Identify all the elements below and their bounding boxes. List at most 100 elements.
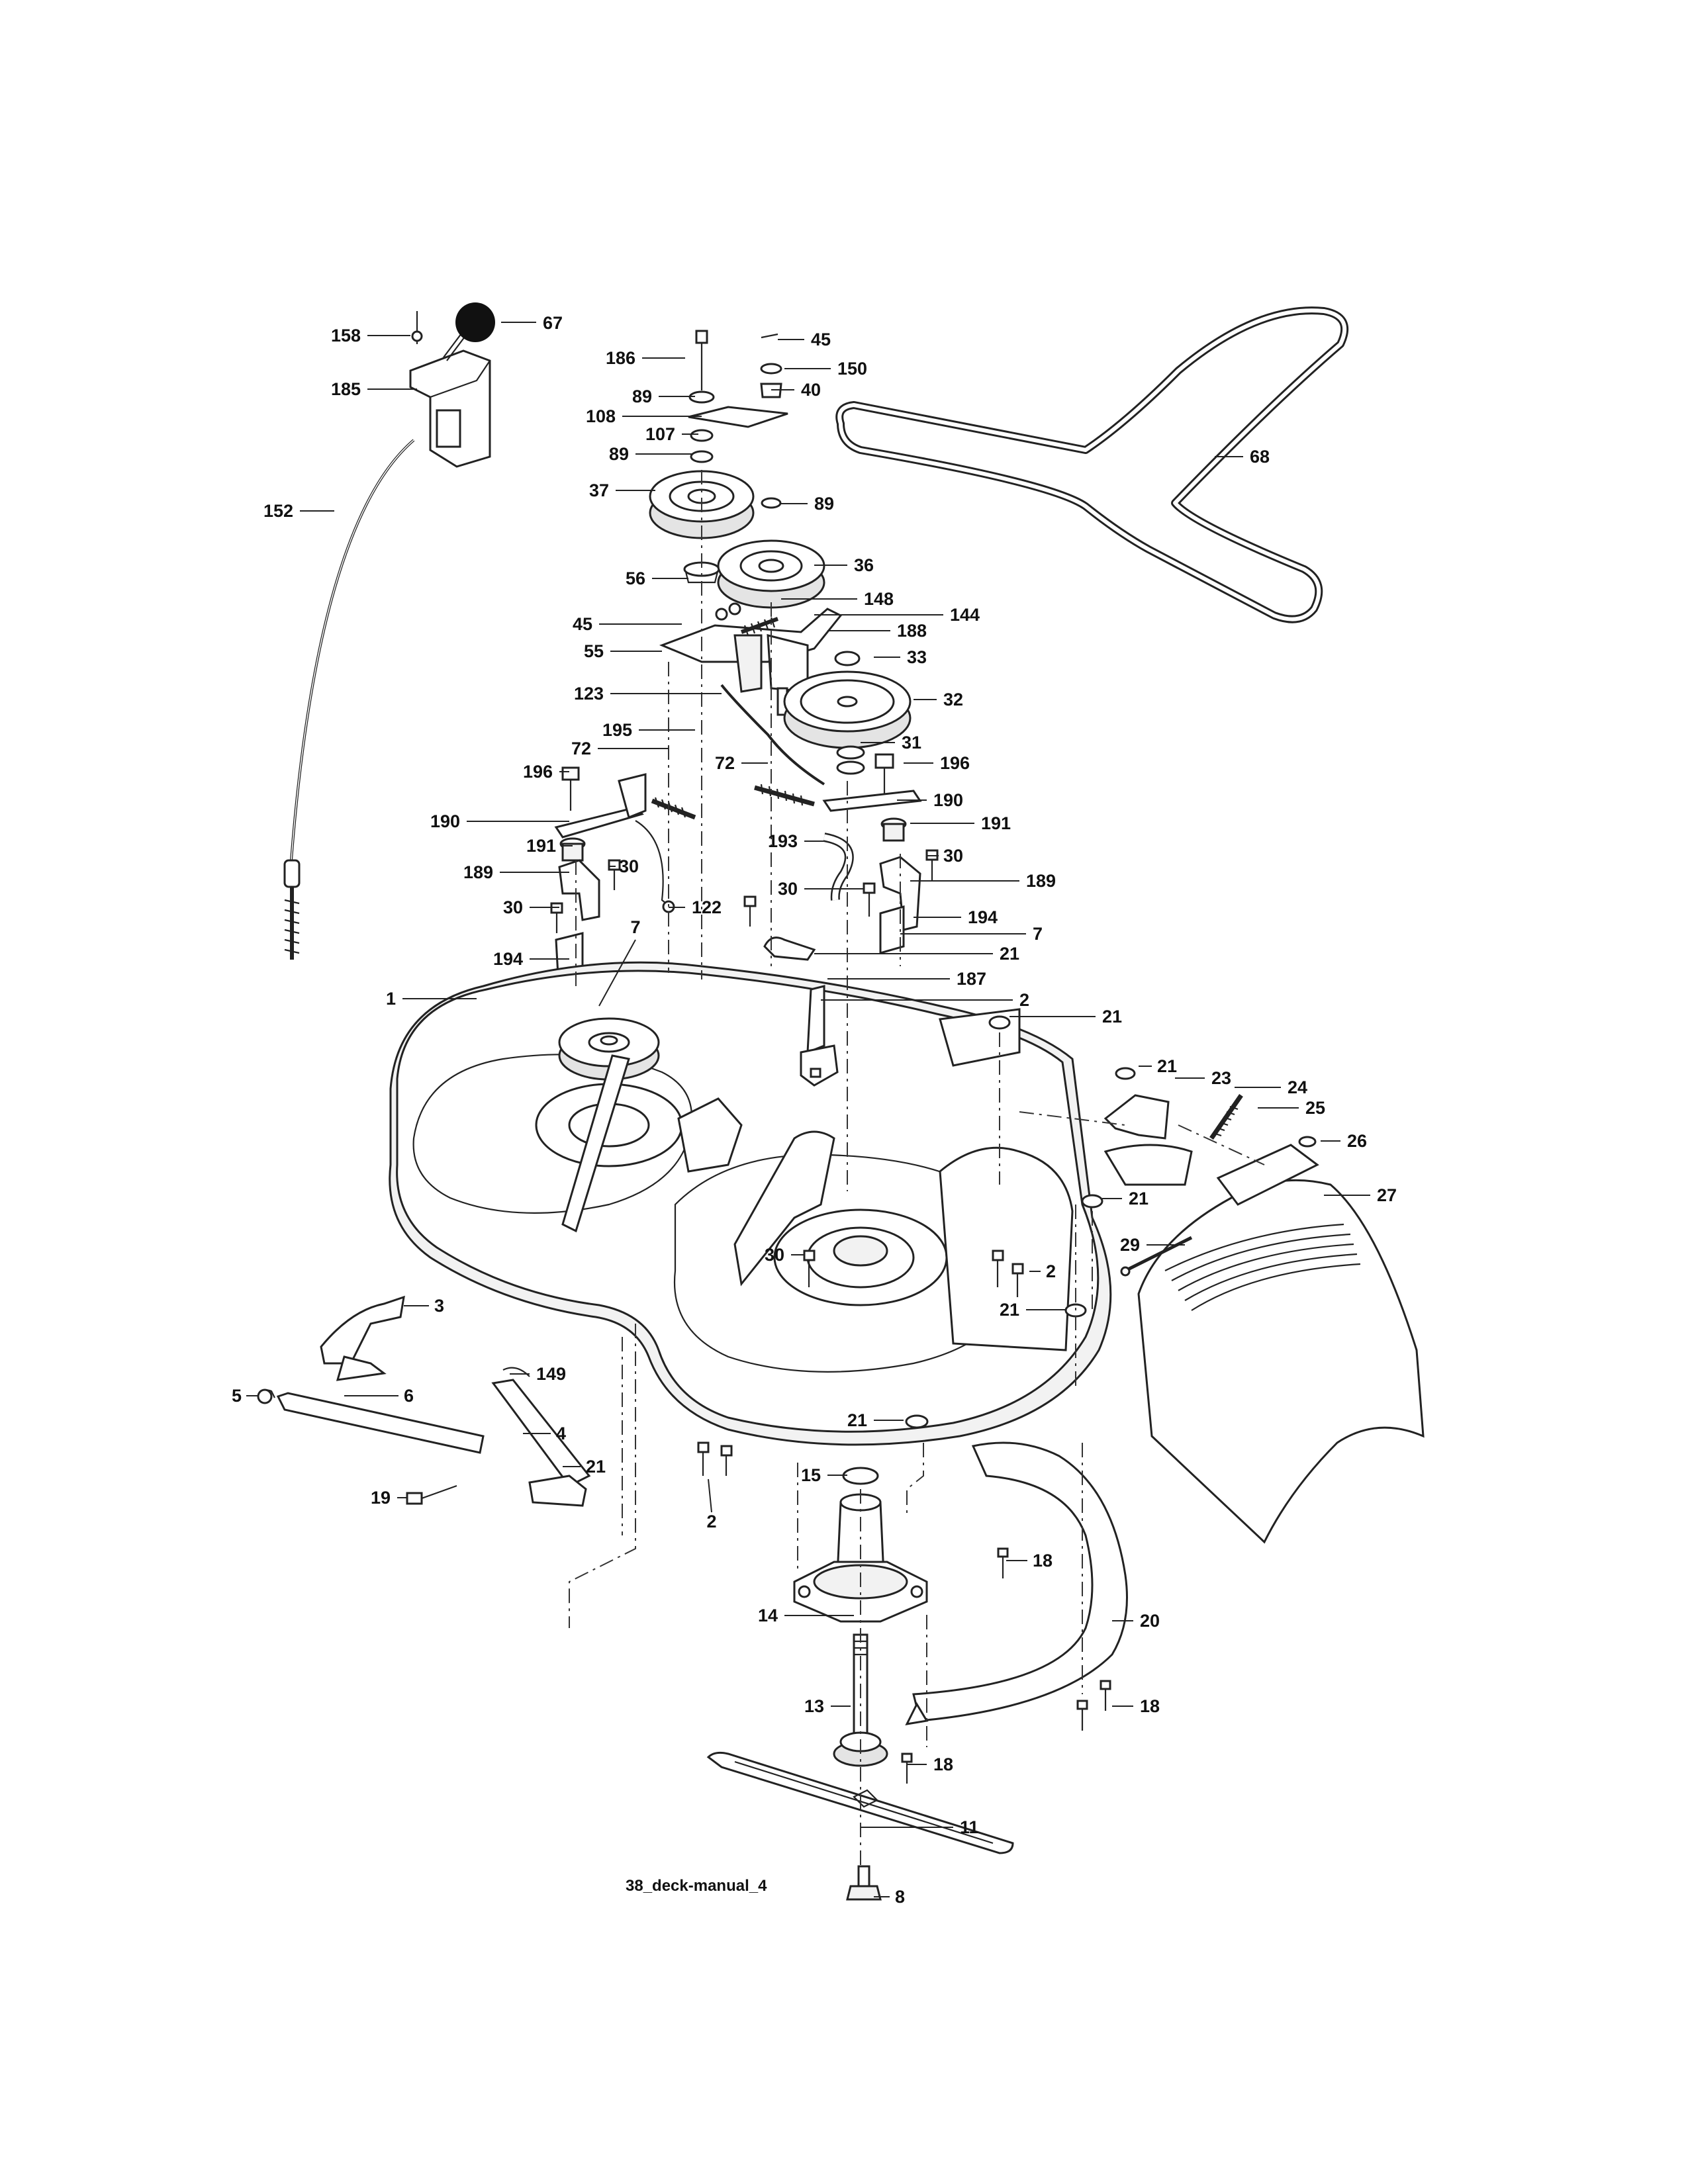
part-number-15: 15 (801, 1465, 821, 1485)
callout-190b: 190 (897, 790, 963, 810)
callout-29: 29 (1120, 1235, 1185, 1255)
part-number-194a: 194 (968, 907, 998, 927)
callout-195: 195 (602, 720, 695, 740)
callout-8: 8 (874, 1887, 905, 1907)
callout-194b: 194 (493, 949, 569, 969)
part-number-40: 40 (801, 380, 821, 400)
callout-5: 5 (232, 1386, 258, 1406)
part-number-37: 37 (589, 480, 609, 500)
part-number-30b: 30 (943, 846, 963, 866)
callout-21c: 21 (1139, 1056, 1177, 1076)
part-number-149: 149 (536, 1364, 566, 1384)
part-number-21a: 21 (1000, 944, 1019, 964)
callout-30a: 30 (609, 856, 639, 876)
callout-189a: 189 (463, 862, 569, 882)
part-number-21e: 21 (1000, 1300, 1019, 1320)
part-number-18c: 18 (933, 1754, 953, 1774)
callout-191a: 191 (526, 836, 573, 856)
part-number-36: 36 (854, 555, 874, 575)
deck-pulley (558, 1017, 835, 1287)
part-number-193: 193 (768, 831, 798, 851)
callout-40: 40 (771, 380, 821, 400)
callout-107: 107 (645, 424, 698, 444)
callout-18a: 18 (1006, 1551, 1053, 1570)
part-number-7b: 7 (1033, 924, 1043, 944)
callout-3: 3 (404, 1296, 444, 1316)
part-number-11: 11 (960, 1817, 979, 1837)
part-number-21b: 21 (1102, 1007, 1122, 1026)
part-number-123: 123 (574, 684, 604, 704)
callout-1: 1 (386, 989, 477, 1009)
part-number-194b: 194 (493, 949, 523, 969)
callout-144: 144 (814, 605, 980, 625)
callout-45b: 45 (573, 614, 682, 634)
callout-190a: 190 (430, 811, 569, 831)
callout-72b: 72 (715, 753, 768, 773)
part-number-56: 56 (626, 569, 645, 588)
callout-56: 56 (626, 569, 688, 588)
part-number-188: 188 (897, 621, 927, 641)
part-number-187: 187 (957, 969, 986, 989)
part-number-186: 186 (606, 348, 635, 368)
callout-149: 149 (510, 1364, 566, 1384)
callout-189b: 189 (910, 871, 1056, 891)
part-number-21d: 21 (1129, 1189, 1149, 1208)
part-number-107: 107 (645, 424, 675, 444)
callout-152: 152 (263, 501, 334, 521)
part-number-4: 4 (556, 1424, 566, 1443)
part-number-72a: 72 (571, 739, 591, 758)
callout-21b: 21 (1009, 1007, 1122, 1026)
part-number-2a: 2 (1019, 990, 1029, 1010)
part-number-21c: 21 (1157, 1056, 1177, 1076)
part-number-21f: 21 (847, 1410, 867, 1430)
callout-72a: 72 (571, 739, 669, 758)
callout-30c: 30 (778, 879, 864, 899)
callout-108: 108 (586, 406, 702, 426)
callout-150: 150 (784, 359, 867, 379)
callout-15: 15 (801, 1465, 847, 1485)
part-number-55: 55 (584, 641, 604, 661)
part-number-189a: 189 (463, 862, 493, 882)
callout-89b: 89 (609, 444, 692, 464)
part-number-158: 158 (331, 326, 361, 345)
part-number-150: 150 (837, 359, 867, 379)
callout-187: 187 (827, 969, 986, 989)
callout-37: 37 (589, 480, 655, 500)
part-number-24: 24 (1288, 1077, 1307, 1097)
part-number-30d: 30 (503, 897, 523, 917)
part-number-89b: 89 (609, 444, 629, 464)
part-number-8: 8 (895, 1887, 905, 1907)
callout-30d: 30 (503, 897, 559, 917)
callout-2c: 2 (706, 1479, 717, 1531)
callout-19: 19 (371, 1488, 407, 1508)
part-number-32: 32 (943, 690, 963, 709)
callout-14: 14 (758, 1606, 854, 1625)
part-number-6: 6 (404, 1386, 414, 1406)
part-number-27: 27 (1377, 1185, 1397, 1205)
left-idler-arm (554, 766, 696, 913)
callout-7b: 7 (900, 924, 1043, 944)
part-number-122: 122 (692, 897, 722, 917)
part-number-21g: 21 (586, 1457, 606, 1477)
part-number-13: 13 (804, 1696, 824, 1716)
callout-196a: 196 (523, 762, 569, 782)
part-number-33: 33 (907, 647, 927, 667)
part-number-144: 144 (950, 605, 980, 625)
leader-line-7a (598, 939, 636, 1007)
mower-deck (389, 961, 1193, 1446)
callout-89c: 89 (781, 494, 834, 514)
deck-support-parts (803, 1015, 1170, 1429)
belt-guard (901, 1441, 1128, 1784)
idler-pulley-stack (649, 330, 825, 609)
part-number-5: 5 (232, 1386, 242, 1406)
callout-196b: 196 (904, 753, 970, 773)
callout-13: 13 (804, 1696, 851, 1716)
part-number-196b: 196 (940, 753, 970, 773)
callout-7a: 7 (598, 917, 641, 1007)
callout-32: 32 (914, 690, 963, 709)
callout-30e: 30 (765, 1245, 804, 1265)
lower-hardware (697, 1441, 733, 1476)
callout-21d: 21 (1102, 1189, 1149, 1208)
callout-25: 25 (1258, 1098, 1325, 1118)
